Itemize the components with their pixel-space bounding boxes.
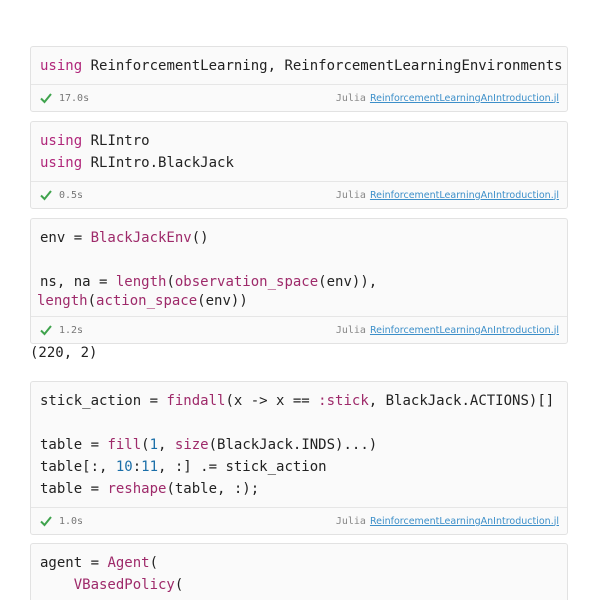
language-label: Julia bbox=[335, 515, 366, 527]
code-token: BlackJackEnv bbox=[90, 230, 192, 246]
run-time: 17.0s bbox=[59, 92, 90, 104]
cell-footer: 0.5s Julia ReinforcementLearningAnIntrod… bbox=[31, 181, 567, 208]
code-token: env = bbox=[40, 230, 91, 246]
code-token: length bbox=[115, 274, 167, 290]
code-token: using bbox=[40, 58, 83, 74]
run-time: 1.0s bbox=[59, 515, 84, 527]
code-token: reshape bbox=[107, 481, 167, 497]
cell-output: (220, 2) bbox=[30, 345, 98, 361]
code-token: agent = bbox=[40, 555, 108, 571]
code-token: ( bbox=[166, 274, 175, 290]
code-token: , bbox=[158, 437, 175, 453]
code-cell-3[interactable]: env = BlackJackEnv()ns, na = length(obse… bbox=[30, 218, 568, 344]
language-label: Julia bbox=[335, 189, 366, 201]
check-icon bbox=[40, 93, 52, 104]
code-line: agent = Agent( bbox=[40, 552, 558, 574]
code-token: RLIntro bbox=[82, 133, 150, 149]
code-token: , :] .= stick_action bbox=[158, 459, 327, 475]
code-line: using RLIntro.BlackJack bbox=[40, 152, 558, 174]
code-token: ( bbox=[174, 577, 184, 593]
notebook-link[interactable]: ReinforcementLearningAnIntroduction.jl bbox=[369, 189, 559, 201]
code-token: findall bbox=[166, 393, 226, 409]
code-token: ( bbox=[149, 555, 159, 571]
code-token: table = bbox=[40, 481, 108, 497]
code-token: 11 bbox=[141, 459, 159, 475]
notebook-link[interactable]: ReinforcementLearningAnIntroduction.jl bbox=[369, 92, 559, 104]
check-icon bbox=[40, 190, 52, 201]
code-line: table = reshape(table, :); bbox=[40, 478, 558, 500]
code-token: (table, :); bbox=[166, 481, 260, 497]
code-line: stick_action = findall(x -> x == :stick,… bbox=[40, 390, 558, 412]
code-editor[interactable]: env = BlackJackEnv()ns, na = length(obse… bbox=[31, 219, 567, 316]
code-line: table = fill(1, size(BlackJack.INDS)...) bbox=[40, 434, 558, 456]
code-token: table[:, bbox=[40, 459, 116, 475]
run-time: 1.2s bbox=[59, 324, 84, 336]
code-editor[interactable]: using ReinforcementLearning, Reinforceme… bbox=[31, 47, 567, 84]
check-icon bbox=[40, 516, 52, 527]
notebook-link[interactable]: ReinforcementLearningAnIntroduction.jl bbox=[369, 515, 559, 527]
code-token: ReinforcementLearning, ReinforcementLear… bbox=[82, 58, 563, 74]
code-line: ns, na = length(observation_space(env)), bbox=[40, 271, 558, 293]
code-token: ns, na = bbox=[40, 274, 116, 290]
code-token: stick_action = bbox=[40, 393, 167, 409]
cell-footer: 1.0s Julia ReinforcementLearningAnIntrod… bbox=[31, 507, 567, 534]
code-token: (env)) bbox=[197, 293, 248, 309]
language-label: Julia bbox=[335, 324, 366, 336]
code-token: (env)), bbox=[318, 274, 378, 290]
code-token: : bbox=[132, 459, 142, 475]
language-label: Julia bbox=[335, 92, 366, 104]
code-token: (x -> x == bbox=[225, 393, 319, 409]
code-token: size bbox=[174, 437, 209, 453]
code-line: length(action_space(env)) bbox=[37, 293, 558, 309]
code-token bbox=[40, 577, 74, 593]
code-token: () bbox=[191, 230, 209, 246]
code-token: using bbox=[40, 155, 83, 171]
code-token: (BlackJack.INDS)...) bbox=[208, 437, 378, 453]
code-line: using ReinforcementLearning, Reinforceme… bbox=[40, 55, 563, 77]
code-line: table[:, 10:11, :] .= stick_action bbox=[40, 456, 558, 478]
cell-footer: 17.0s Julia ReinforcementLearningAnIntro… bbox=[31, 84, 567, 111]
code-cell-1[interactable]: using ReinforcementLearning, Reinforceme… bbox=[30, 46, 568, 112]
code-token: RLIntro.BlackJack bbox=[82, 155, 234, 171]
run-time: 0.5s bbox=[59, 189, 84, 201]
code-editor[interactable]: stick_action = findall(x -> x == :stick,… bbox=[31, 382, 567, 507]
code-line bbox=[40, 412, 558, 434]
code-token: table = bbox=[40, 437, 108, 453]
code-editor[interactable]: agent = Agent( VBasedPolicy( bbox=[31, 544, 567, 600]
code-cell-5[interactable]: agent = Agent( VBasedPolicy( bbox=[30, 543, 568, 600]
code-token: ( bbox=[87, 293, 97, 309]
code-token: :stick bbox=[318, 393, 369, 409]
code-token: using bbox=[40, 133, 83, 149]
code-cell-4[interactable]: stick_action = findall(x -> x == :stick,… bbox=[30, 381, 568, 535]
code-token: fill bbox=[107, 437, 142, 453]
check-icon bbox=[40, 325, 52, 336]
code-line: VBasedPolicy( bbox=[40, 574, 558, 596]
notebook-link[interactable]: ReinforcementLearningAnIntroduction.jl bbox=[369, 324, 559, 336]
code-token: , BlackJack.ACTIONS)[] bbox=[368, 393, 555, 409]
code-token: 1 bbox=[149, 437, 159, 453]
code-line bbox=[40, 249, 558, 271]
code-line: using RLIntro bbox=[40, 130, 558, 152]
cell-footer: 1.2s Julia ReinforcementLearningAnIntrod… bbox=[31, 316, 567, 343]
code-token: ( bbox=[141, 437, 150, 453]
code-token: length bbox=[37, 293, 88, 309]
code-token: VBasedPolicy bbox=[73, 577, 175, 593]
code-line: env = BlackJackEnv() bbox=[40, 227, 558, 249]
code-token: Agent bbox=[107, 555, 150, 571]
code-token: observation_space bbox=[174, 274, 319, 290]
code-token: 10 bbox=[115, 459, 133, 475]
code-token: action_space bbox=[96, 293, 198, 309]
